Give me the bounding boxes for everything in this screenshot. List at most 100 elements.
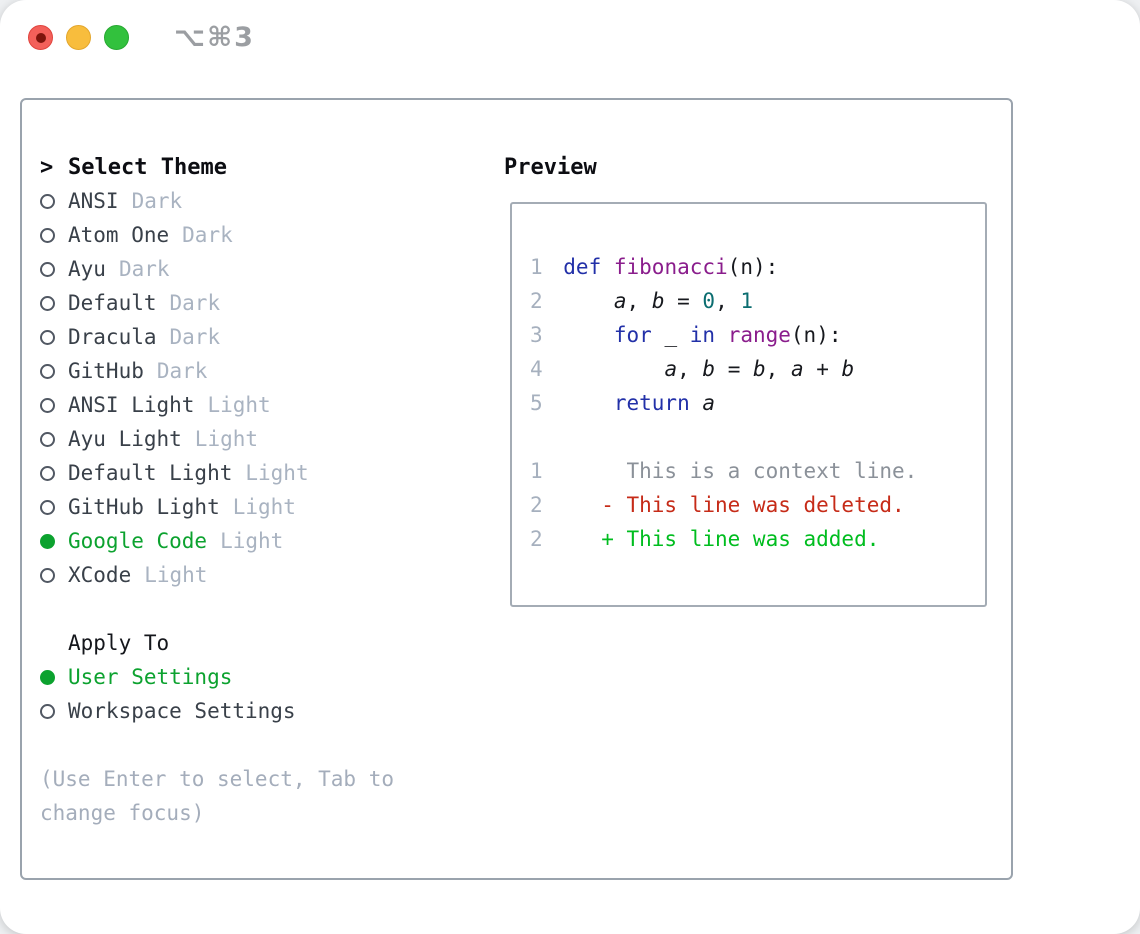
theme-name: Dracula <box>68 325 157 349</box>
theme-option-ansi[interactable]: ANSI Dark <box>40 184 504 218</box>
theme-option-default[interactable]: Default Dark <box>40 286 504 320</box>
radio-icon <box>40 363 55 379</box>
titlebar: ⌥⌘3 <box>28 22 255 53</box>
code-token: return <box>613 391 690 415</box>
theme-name: Default <box>68 291 157 315</box>
radio-selected-icon <box>40 669 55 685</box>
theme-option-ayu-light[interactable]: Ayu Light Light <box>40 422 504 456</box>
code-token: for <box>613 323 652 347</box>
apply-option-label: Workspace Settings <box>68 699 296 723</box>
theme-name: ANSI Light <box>68 393 195 417</box>
line-number: 3 <box>530 323 543 347</box>
line-number: 2 <box>530 289 543 313</box>
code-token: = <box>715 357 753 381</box>
theme-option-xcode[interactable]: XCode Light <box>40 558 504 592</box>
code-token: in <box>689 323 716 347</box>
theme-option-ansi-light[interactable]: ANSI Light Light <box>40 388 504 422</box>
theme-name: Ayu Light <box>68 427 182 451</box>
select-theme-title: Select Theme <box>68 154 227 180</box>
code-token: fibonacci <box>613 255 728 279</box>
code-token: a <box>790 357 804 381</box>
theme-option-google-code[interactable]: Google Code Light <box>40 524 504 558</box>
theme-option-github[interactable]: GitHub Dark <box>40 354 504 388</box>
code-token: 0 <box>702 289 716 313</box>
theme-variant: Light <box>232 495 296 519</box>
code-token: a <box>613 289 627 313</box>
theme-name: Google Code <box>68 529 208 553</box>
code-token <box>563 391 614 415</box>
code-token: , <box>626 289 652 313</box>
code-token: + <box>803 357 842 381</box>
prompt-icon: > <box>40 154 54 180</box>
apply-option-workspace-settings[interactable]: Workspace Settings <box>40 694 504 728</box>
theme-name: ANSI <box>68 189 119 213</box>
radio-icon <box>40 703 55 719</box>
theme-name: Default Light <box>68 461 233 485</box>
theme-variant: Dark <box>118 257 170 281</box>
theme-variant: Light <box>245 461 309 485</box>
line-number: 2 <box>530 527 543 551</box>
diff-line: 2 - This line was deleted. <box>530 488 985 522</box>
radio-selected-icon <box>40 533 55 549</box>
line-number: 4 <box>530 357 543 381</box>
code-token <box>715 323 728 347</box>
theme-variant: Dark <box>169 325 221 349</box>
preview-title: Preview <box>504 154 597 180</box>
theme-variant: Light <box>207 393 271 417</box>
code-token: = <box>664 289 703 313</box>
zoom-button[interactable] <box>104 25 129 50</box>
code-token: b <box>752 357 766 381</box>
theme-variant: Dark <box>169 291 221 315</box>
select-theme-header-row: > Select Theme <box>40 150 504 184</box>
code-token: (n): <box>727 255 779 279</box>
diff-text: This is a context line. <box>563 459 918 483</box>
line-number: 1 <box>530 459 543 483</box>
diff-line: 2 + This line was added. <box>530 522 985 556</box>
code-token <box>601 255 614 279</box>
code-token: b <box>841 357 855 381</box>
radio-icon <box>40 227 55 243</box>
theme-variant: Light <box>144 563 208 587</box>
apply-to-title: Apply To <box>68 631 170 655</box>
line-number: 1 <box>530 255 543 279</box>
theme-variant: Light <box>220 529 284 553</box>
code-token <box>563 357 664 381</box>
code-token: b <box>702 357 716 381</box>
diff-sample: 1 This is a context line. 2 - This line w… <box>530 454 985 556</box>
theme-variant: Dark <box>131 189 183 213</box>
apply-option-user-settings[interactable]: User Settings <box>40 660 504 694</box>
theme-option-default-light[interactable]: Default Light Light <box>40 456 504 490</box>
theme-option-dracula[interactable]: Dracula Dark <box>40 320 504 354</box>
code-token: def <box>563 255 602 279</box>
code-token: a <box>664 357 678 381</box>
apply-option-label: User Settings <box>68 665 233 689</box>
code-token: range <box>727 323 791 347</box>
radio-icon <box>40 397 55 413</box>
preview-header-row: Preview <box>504 150 1011 184</box>
theme-variant: Dark <box>182 223 233 247</box>
close-button[interactable] <box>28 25 53 50</box>
code-token: 1 <box>740 289 754 313</box>
theme-name: XCode <box>68 563 132 587</box>
line-number: 5 <box>530 391 543 415</box>
minimize-button[interactable] <box>66 25 91 50</box>
preview-column: Preview 1 def fibonacci(n): 2 a, b = 0, 1 3… <box>504 150 1011 878</box>
code-token: a <box>702 391 716 415</box>
radio-icon <box>40 431 55 447</box>
theme-name: GitHub <box>68 359 144 383</box>
close-dot-icon <box>35 32 46 43</box>
code-line: 2 a, b = 0, 1 <box>530 284 985 318</box>
theme-variant: Light <box>194 427 259 451</box>
theme-variant: Dark <box>156 359 208 383</box>
radio-icon <box>40 567 55 583</box>
diff-text: - This line was deleted. <box>563 493 905 517</box>
radio-icon <box>40 499 55 515</box>
